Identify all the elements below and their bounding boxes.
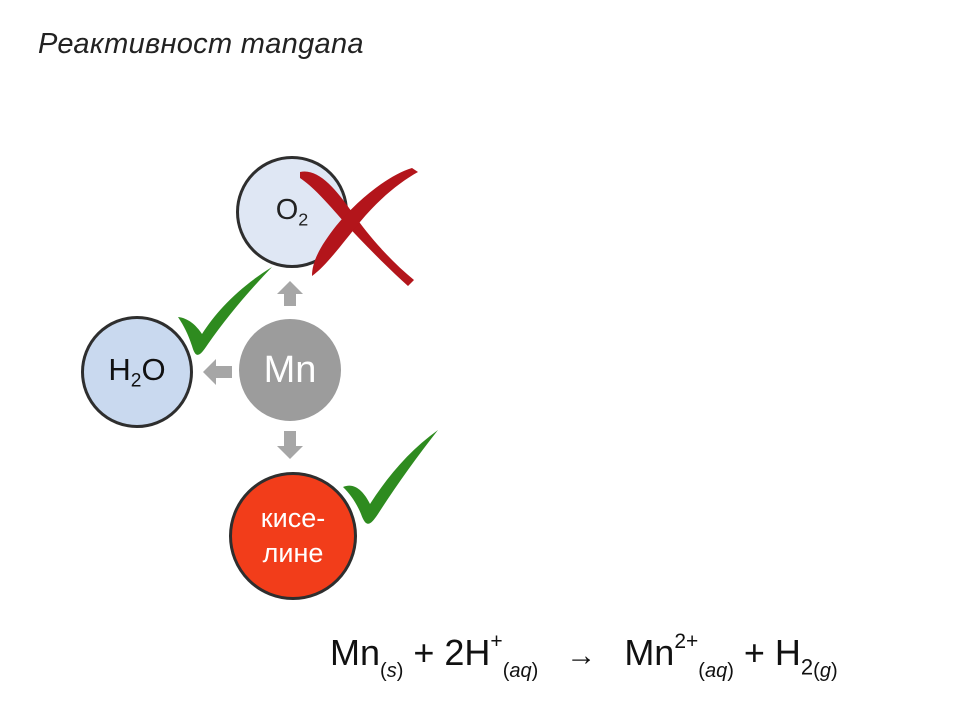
reaction-arrow-icon: →: [566, 638, 597, 672]
reaction-equation: Mn(s) + 2H+(aq) → Mn2+(aq) + H2(g): [330, 630, 838, 682]
check-mark-icon: [343, 430, 438, 524]
cross-mark-icon: [300, 168, 418, 286]
oxygen-label: O2: [275, 193, 309, 230]
water-node: H2O: [81, 316, 193, 428]
oxygen-node: O2: [236, 156, 348, 268]
arrow-up-icon: [277, 281, 303, 306]
acids-node: кисе- лине: [229, 472, 357, 600]
manganese-label: Mn: [263, 348, 317, 391]
arrow-down-icon: [277, 431, 303, 459]
water-label: H2O: [108, 351, 166, 392]
acids-label: кисе- лине: [260, 502, 326, 568]
manganese-node: Mn: [236, 316, 344, 424]
page-title: Реактивност mangana: [38, 28, 364, 60]
check-mark-icon: [178, 267, 272, 355]
arrow-left-icon: [203, 359, 232, 385]
